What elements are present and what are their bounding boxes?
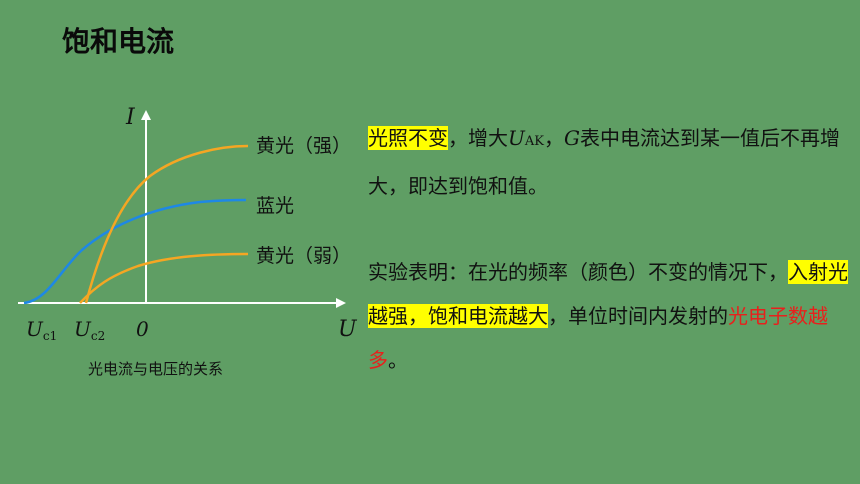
curve-yellow-weak [79,252,249,304]
label-yellow-strong: 黄光（强） [256,135,351,157]
y-axis-arrow [141,110,151,120]
label-blue: 蓝光 [256,195,294,217]
figure-caption: 光电流与电压的关系 [88,360,224,378]
label-uc1: Uc1 [26,317,57,343]
para1-text-1: ，增大 [448,126,508,150]
label-uc2: Uc2 [74,317,105,343]
slide-title: 饱和电流 [62,25,175,58]
para2-text-1: 实验表明：在光的频率（颜色）不变的情况下， [368,260,788,284]
label-yellow-weak: 黄光（弱） [256,245,351,267]
emphasis-more-electrons: 光电子数越多 [368,304,828,372]
para1-text-3: 表中电流达到某一值后不再增大，即达到饱和值。 [368,126,840,198]
x-axis-arrow [336,298,346,308]
origin-label: 0 [136,317,149,341]
curve-yellow-strong [84,144,249,304]
highlight-constant-light: 光照不变 [368,126,448,150]
y-axis-label: I [125,105,136,130]
paragraph-saturation: 光照不变，增大UAK，G表中电流达到某一值后不再增大，即达到饱和值。 [368,116,853,208]
para1-text-2: ， [543,126,564,150]
curve-blue-light [23,198,247,305]
paragraph-experiment: 实验表明：在光的频率（颜色）不变的情况下，入射光越强，饱和电流越大，单位时间内发… [368,250,853,382]
para2-text-2: ，单位时间内发射的 [548,304,728,328]
var-u: U [508,126,525,150]
var-g: G [563,126,580,150]
photocurrent-voltage-chart: I U 0 Uc1 Uc2 黄光（强） 蓝光 黄光（弱） [18,105,358,343]
x-axis-label: U [338,317,358,342]
para2-text-3: 。 [388,348,408,372]
var-u-subscript: AK [524,134,544,149]
